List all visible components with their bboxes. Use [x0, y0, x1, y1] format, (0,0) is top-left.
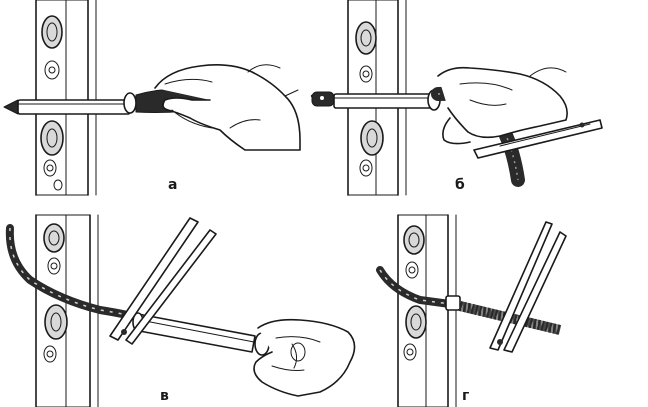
trocar-v: [132, 312, 270, 356]
panel-a: а: [3, 0, 301, 196]
panel-v: в: [5, 214, 356, 407]
drain-tube-v: [5, 224, 144, 322]
abdominal-wall-g: [397, 214, 457, 407]
panel-label-g: г: [462, 388, 469, 404]
panel-b: б: [310, 0, 603, 196]
trocar-b: [333, 89, 441, 111]
drain-tube-b: [310, 91, 335, 107]
clamp-g: [489, 221, 567, 353]
hand-a: [154, 64, 301, 151]
abdominal-wall-a: [35, 0, 97, 196]
panel-label-b: б: [455, 177, 465, 193]
panel-label-v: в: [160, 388, 169, 404]
clamp-b: [473, 119, 603, 159]
hand-b: [437, 66, 568, 145]
hand-v: [253, 318, 356, 397]
clamp-v: [109, 217, 217, 345]
panel-label-a: а: [168, 177, 177, 193]
panel-g: г: [376, 214, 567, 407]
